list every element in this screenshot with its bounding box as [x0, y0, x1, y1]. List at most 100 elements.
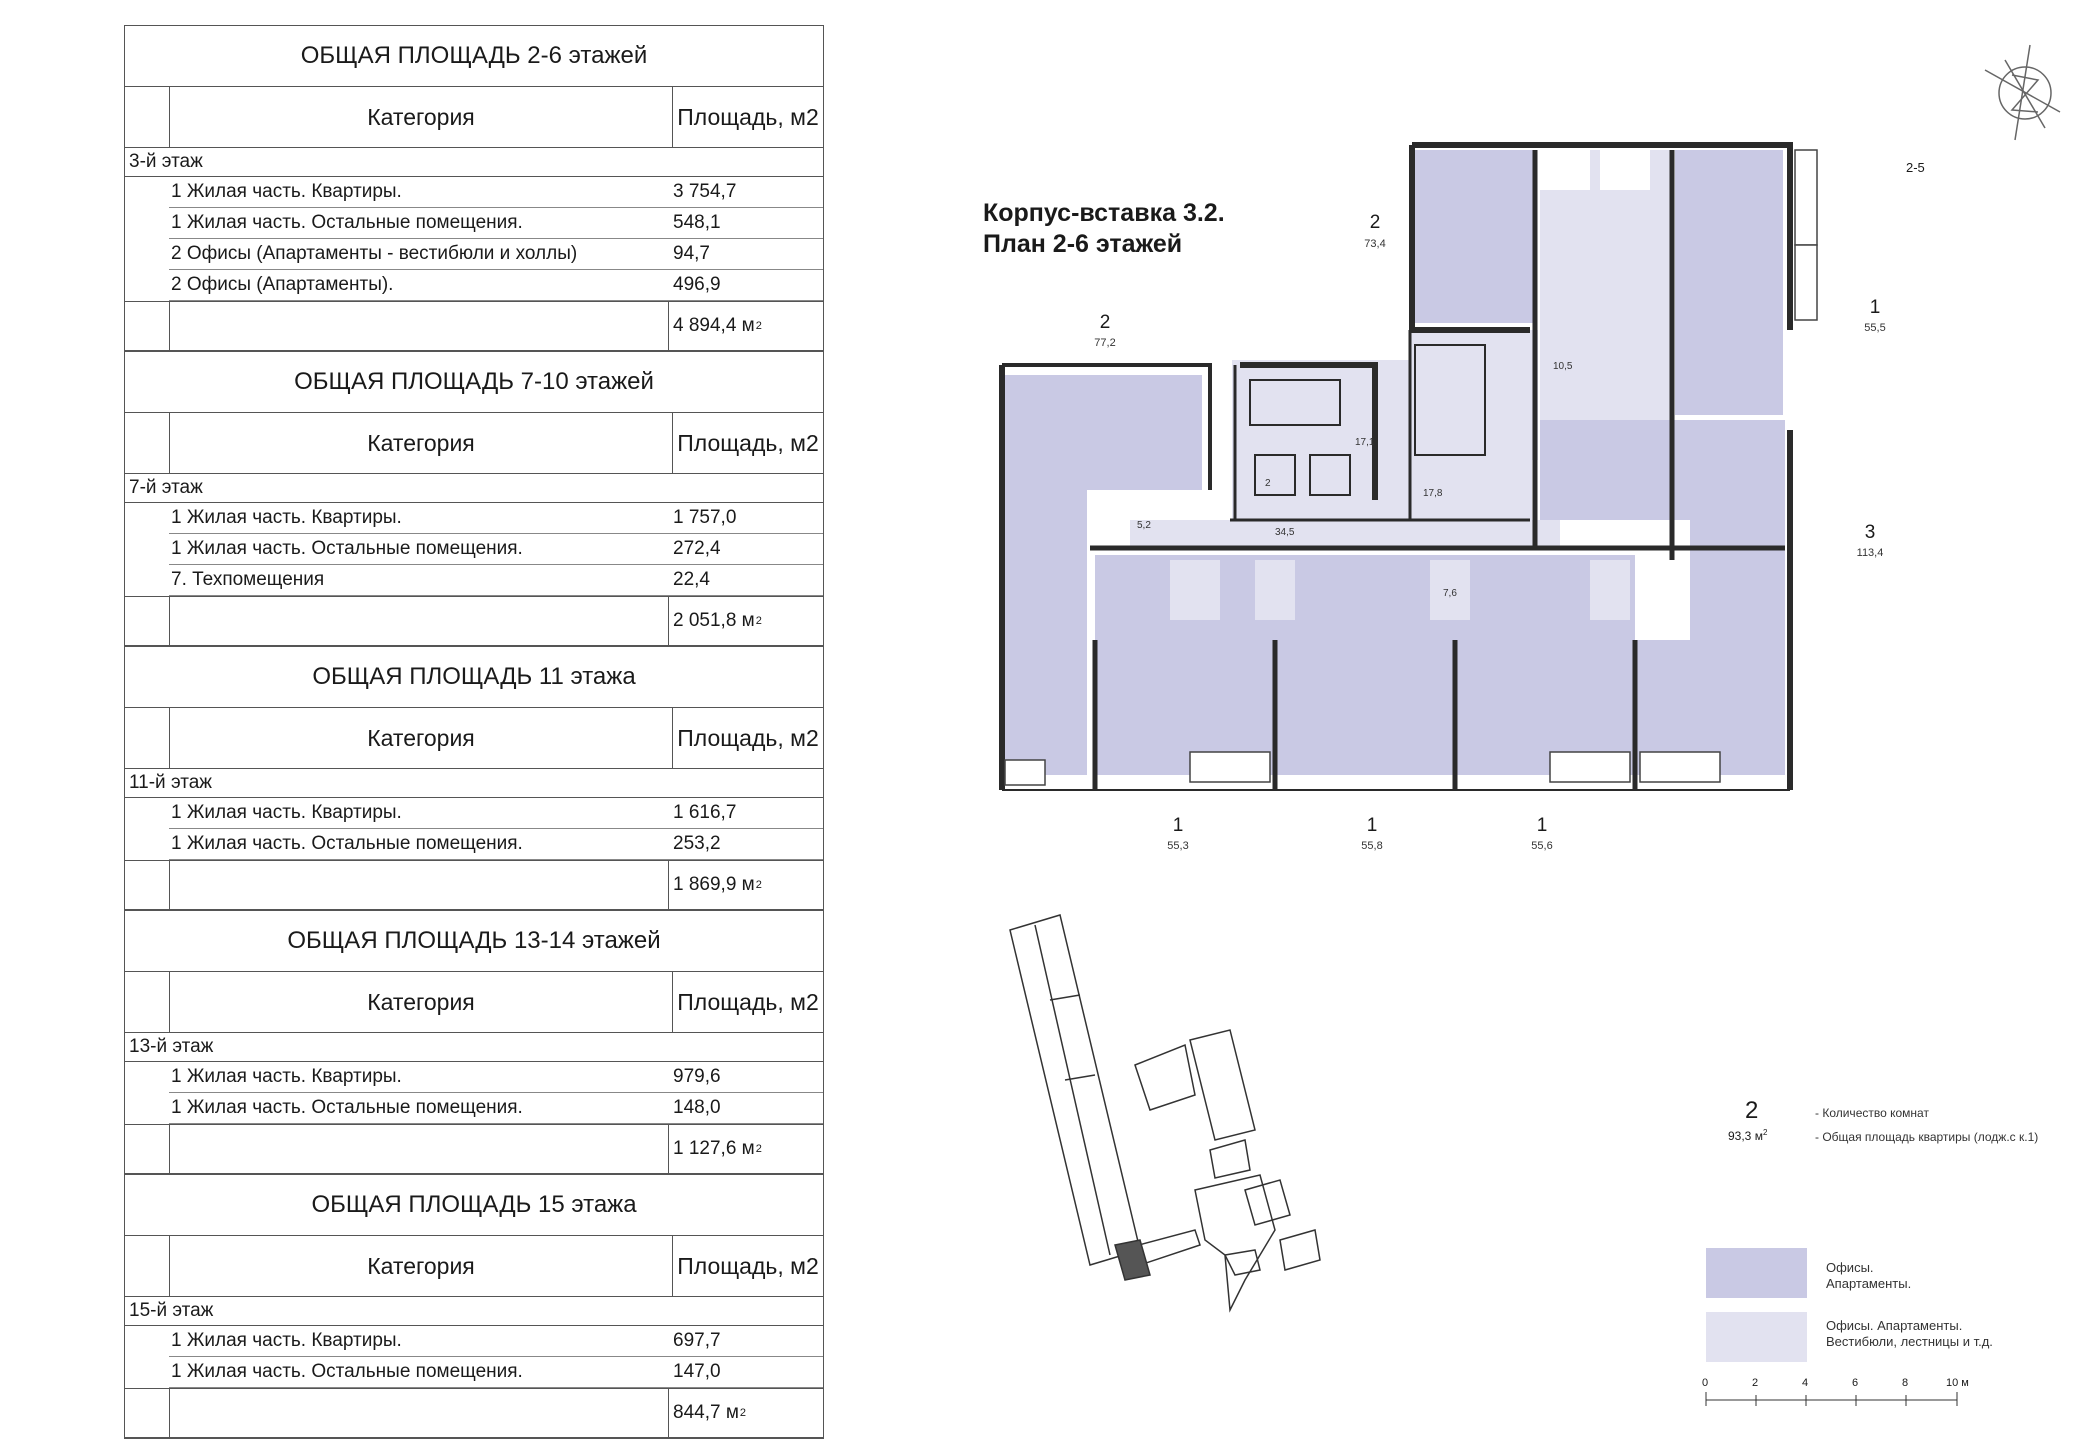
apartment-rooms: 1 [1366, 815, 1378, 836]
room-label: 5,2 [1137, 520, 1151, 531]
row-category: 1 Жилая часть. Квартиры. [171, 1066, 402, 1087]
room-label: 34,5 [1275, 527, 1295, 538]
legend-lobby-swatch [1706, 1312, 1807, 1362]
table-row: 1 Жилая часть. Квартиры. 1 616,7 [169, 798, 823, 829]
section-ref: 2-5 [1906, 160, 1925, 175]
table-title: ОБЩАЯ ПЛОЩАДЬ 2-6 этажей [125, 26, 823, 87]
area-table-floors-7-10: ОБЩАЯ ПЛОЩАДЬ 7-10 этажей Категория Площ… [124, 351, 824, 646]
apartment-area: 55,3 [1167, 840, 1189, 852]
apartment-area: 55,5 [1864, 322, 1886, 334]
table-row: 1 Жилая часть. Остальные помещения. 548,… [169, 208, 823, 239]
table-row: 1 Жилая часть. Квартиры. 1 757,0 [169, 503, 823, 534]
room-label: 2 [1265, 478, 1271, 489]
row-value: 147,0 [673, 1361, 721, 1382]
north-arrow-icon [1984, 44, 2061, 141]
table-header: Категория Площадь, м2 [125, 87, 823, 148]
apartment-rooms: 2 [1369, 212, 1381, 233]
floor-label: 3-й этаж [125, 148, 823, 177]
row-value: 1 616,7 [673, 802, 737, 823]
floor-label: 7-й этаж [125, 474, 823, 503]
legend-lobby-label: Офисы. Апартаменты. Вестибюли, лестницы … [1826, 1318, 1993, 1349]
floor-label: 15-й этаж [125, 1297, 823, 1326]
table-row: 2 Офисы (Апартаменты). 496,9 [169, 270, 823, 301]
row-category: 1 Жилая часть. Квартиры. [171, 181, 402, 202]
row-value: 979,6 [673, 1066, 721, 1087]
table-title: ОБЩАЯ ПЛОЩАДЬ 11 этажа [125, 647, 823, 708]
legend-sample-area: 93,3 м2 [1728, 1128, 1768, 1143]
row-value: 148,0 [673, 1097, 721, 1118]
row-value: 253,2 [673, 833, 721, 854]
header-area: Площадь, м2 [677, 988, 819, 1015]
table-header: Категория Площадь, м2 [125, 1236, 823, 1297]
floor-label: 11-й этаж [125, 769, 823, 798]
row-value: 697,7 [673, 1330, 721, 1351]
row-category: 1 Жилая часть. Остальные помещения. [171, 833, 523, 854]
legend-office-swatch [1706, 1248, 1807, 1298]
row-category: 7. Техпомещения [171, 569, 325, 590]
row-value: 548,1 [673, 212, 721, 233]
scale-tick: 10 м [1946, 1377, 1969, 1389]
apartment-rooms: 1 [1536, 815, 1548, 836]
area-table-floors-13-14: ОБЩАЯ ПЛОЩАДЬ 13-14 этажей Категория Пло… [124, 910, 824, 1174]
plan-title: Корпус-вставка 3.2. План 2-6 этажей [983, 199, 1225, 258]
scale-tick: 6 [1852, 1377, 1859, 1389]
legend-office-label: Офисы. Апартаменты. [1826, 1260, 1912, 1291]
header-category: Категория [170, 708, 673, 768]
table-title: ОБЩАЯ ПЛОЩАДЬ 7-10 этажей [125, 352, 823, 413]
table-row: 1 Жилая часть. Квартиры. 3 754,7 [169, 177, 823, 208]
legend-sample-rooms: 2 [1745, 1097, 1759, 1124]
header-area: Площадь, м2 [677, 1252, 819, 1279]
row-value: 272,4 [673, 538, 721, 559]
table-row: 7. Техпомещения 22,4 [169, 565, 823, 596]
header-category: Категория [170, 972, 673, 1032]
header-area: Площадь, м2 [677, 724, 819, 751]
scale-bar [1705, 1392, 1958, 1406]
table-row: 1 Жилая часть. Остальные помещения. 147,… [169, 1357, 823, 1388]
table-title: ОБЩАЯ ПЛОЩАДЬ 13-14 этажей [125, 911, 823, 972]
balconies [1004, 149, 1818, 786]
table-header: Категория Площадь, м2 [125, 708, 823, 769]
table-row: 2 Офисы (Апартаменты - вестибюли и холлы… [169, 239, 823, 270]
walls [999, 142, 1793, 791]
table-row: 1 Жилая часть. Квартиры. 979,6 [169, 1062, 823, 1093]
room-label: 17,8 [1423, 488, 1443, 499]
header-area: Площадь, м2 [677, 429, 819, 456]
scale-tick: 4 [1802, 1377, 1809, 1389]
header-category: Категория [170, 413, 673, 473]
scale-tick: 8 [1902, 1377, 1909, 1389]
row-value: 94,7 [673, 243, 710, 264]
table-row: 1 Жилая часть. Остальные помещения. 272,… [169, 534, 823, 565]
room-label: 7,6 [1443, 588, 1457, 599]
apartment-area: 55,8 [1361, 840, 1383, 852]
header-category: Категория [170, 1236, 673, 1296]
apartment-rooms: 3 [1864, 522, 1876, 543]
scale-tick: 0 [1702, 1377, 1709, 1389]
apartment-area: 77,2 [1094, 337, 1116, 349]
room-label: 17,1 [1355, 437, 1375, 448]
row-category: 1 Жилая часть. Квартиры. [171, 1330, 402, 1351]
row-category: 1 Жилая часть. Остальные помещения. [171, 538, 523, 559]
legend-rooms-desc: - Количество комнат [1815, 1106, 1929, 1120]
apartment-area: 55,6 [1531, 840, 1553, 852]
area-table-floor-11: ОБЩАЯ ПЛОЩАДЬ 11 этажа Категория Площадь… [124, 646, 824, 910]
apartment-rooms: 1 [1172, 815, 1184, 836]
header-area: Площадь, м2 [677, 103, 819, 130]
apartment-rooms: 1 [1869, 297, 1881, 318]
row-value: 496,9 [673, 274, 721, 295]
table-row: 1 Жилая часть. Остальные помещения. 253,… [169, 829, 823, 860]
table-row: 1 Жилая часть. Квартиры. 697,7 [169, 1326, 823, 1357]
table-row: 1 Жилая часть. Остальные помещения. 148,… [169, 1093, 823, 1124]
row-value: 3 754,7 [673, 181, 737, 202]
row-category: 1 Жилая часть. Квартиры. [171, 507, 402, 528]
row-value: 22,4 [673, 569, 710, 590]
site-plan-diagram [1009, 914, 1321, 1313]
table-header: Категория Площадь, м2 [125, 972, 823, 1033]
row-value: 1 757,0 [673, 507, 737, 528]
